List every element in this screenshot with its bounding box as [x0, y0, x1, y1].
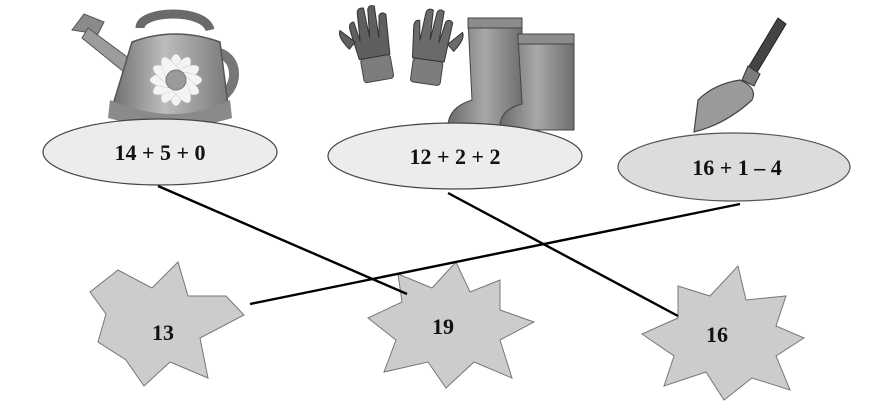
gloves-icon [338, 5, 464, 86]
match-line-3 [249, 202, 741, 306]
expression-oval-3: 16 + 1 – 4 [617, 132, 851, 202]
expression-label: 12 + 2 + 2 [409, 144, 500, 169]
answer-star-2: 19 [367, 261, 536, 389]
expression-label: 16 + 1 – 4 [692, 155, 782, 180]
answer-label: 13 [152, 320, 174, 345]
expression-oval-2: 12 + 2 + 2 [327, 122, 583, 190]
match-lines [157, 184, 741, 318]
garden-trowel-icon [693, 17, 787, 133]
match-line-2 [447, 191, 679, 318]
match-line-1 [157, 184, 408, 296]
expression-label: 14 + 5 + 0 [114, 140, 205, 165]
rubber-boots-icon [447, 17, 575, 131]
answer-star-1: 13 [89, 261, 245, 387]
answer-label: 16 [706, 322, 728, 347]
watering-can-icon [71, 9, 239, 127]
answer-star-3: 16 [640, 264, 806, 401]
answer-label: 19 [432, 314, 454, 339]
expression-oval-1: 14 + 5 + 0 [42, 118, 278, 186]
